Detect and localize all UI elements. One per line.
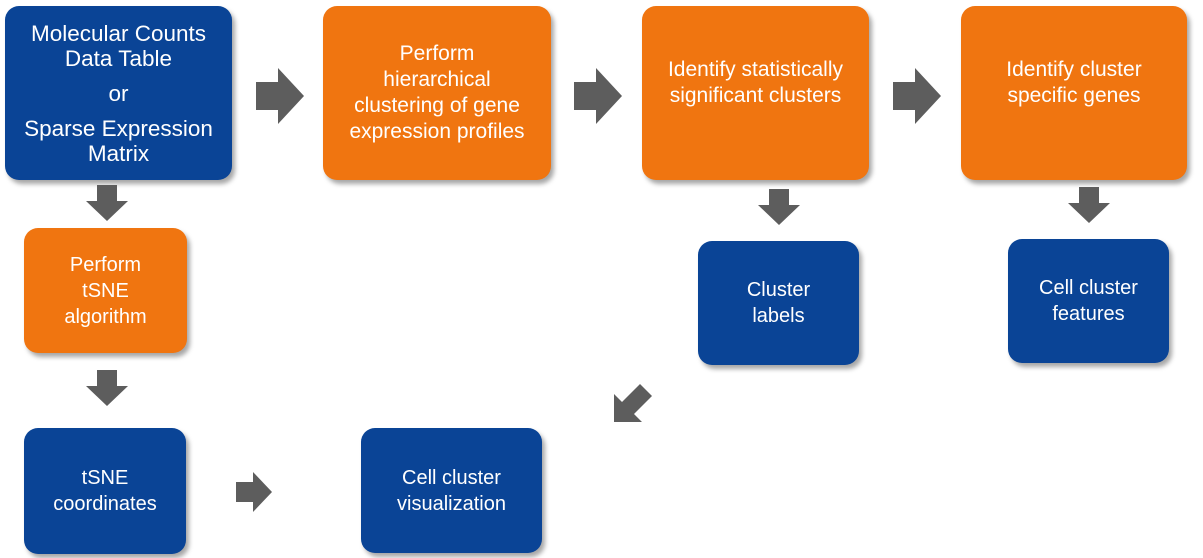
arrow-down-icon <box>86 370 128 406</box>
box-text-line: labels <box>752 305 805 327</box>
box-text-line: algorithm <box>64 305 147 328</box>
box-text-line: clustering of gene <box>354 94 520 117</box>
box-text-line: Cluster <box>746 279 811 301</box>
significant-clusters-box: Identify statistically significant clust… <box>642 6 869 180</box>
box-text-line: coordinates <box>53 493 157 515</box>
box-text-line: visualization <box>397 492 506 515</box>
box-text-line: hierarchical <box>383 68 491 91</box>
cluster-specific-genes-box: Identify cluster specific genes <box>961 6 1187 180</box>
box-text-line: Perform <box>69 253 142 276</box>
arrow-right-icon <box>893 68 941 124</box>
arrow-down-left-icon <box>614 384 652 422</box>
box-text-line: Data Table <box>64 45 173 71</box>
input-data-box: Molecular Counts Data Table or Sparse Ex… <box>5 6 232 180</box>
hierarchical-clustering-box: Perform hierarchical clustering of gene … <box>323 6 551 180</box>
box-text-line: Perform <box>399 42 475 65</box>
box-text-line: or <box>108 80 129 106</box>
cluster-labels-box: Cluster labels <box>698 241 859 365</box>
box-text-line: Cell cluster <box>402 466 501 489</box>
box-text-line: Matrix <box>87 140 150 166</box>
tsne-algorithm-box: Perform tSNE algorithm <box>24 228 187 353</box>
tsne-coordinates-box: tSNE coordinates <box>24 428 186 554</box>
box-text-line: Sparse Expression <box>24 115 213 141</box>
box-text-line: Identify statistically <box>667 58 844 81</box>
arrow-right-icon <box>574 68 622 124</box>
box-text-line: tSNE <box>81 467 129 489</box>
box-text-line: Cell cluster <box>1039 277 1138 299</box>
box-text-line: specific genes <box>1007 84 1141 107</box>
box-text-line: significant clusters <box>669 84 842 107</box>
arrow-right-icon <box>236 472 272 512</box>
arrow-right-icon <box>256 68 304 124</box>
box-text-line: Molecular Counts <box>30 20 207 46</box>
arrow-down-icon <box>758 189 800 225</box>
box-text-line: tSNE <box>82 279 129 302</box>
cell-cluster-visualization-box: Cell cluster visualization <box>361 428 542 553</box>
arrow-down-icon <box>1068 187 1110 223</box>
box-text-line: Identify cluster <box>1006 58 1142 81</box>
box-text-line: features <box>1052 303 1125 325</box>
cell-cluster-features-box: Cell cluster features <box>1008 239 1169 363</box>
arrow-down-icon <box>86 185 128 221</box>
box-text-line: expression profiles <box>349 120 525 143</box>
